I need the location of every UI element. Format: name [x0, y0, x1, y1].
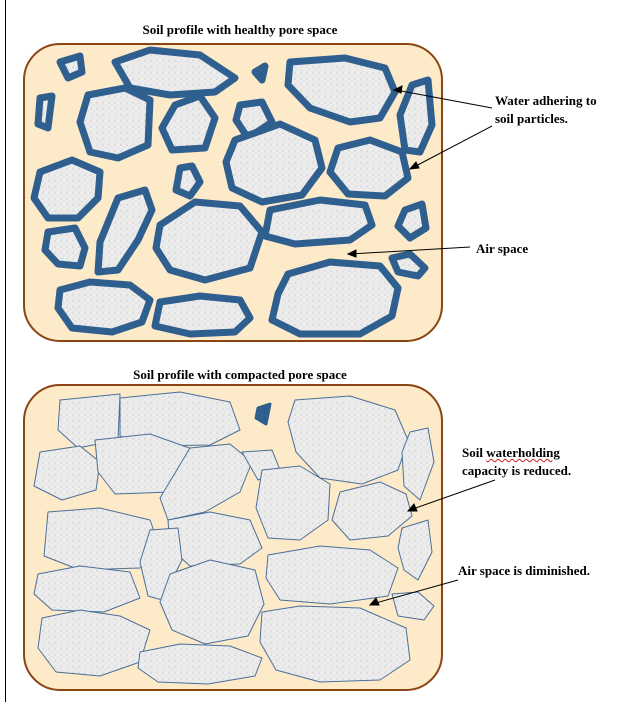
label-air-bottom: Air space is diminished. [458, 562, 590, 579]
particle [160, 560, 264, 644]
label-capacity-line2: capacity is reduced. [462, 462, 571, 479]
particle [80, 88, 150, 158]
particle [156, 202, 262, 280]
particle [330, 140, 408, 196]
label-capacity-word2: waterholding [486, 445, 560, 460]
particle [34, 160, 100, 218]
particle [398, 204, 426, 238]
particle [58, 282, 150, 332]
label-air-top: Air space [476, 240, 528, 257]
particle [60, 56, 82, 78]
particle [176, 166, 200, 196]
label-water-line1: Water adhering to [495, 92, 597, 109]
particle [226, 124, 322, 202]
label-capacity-line1: Soil waterholding [462, 444, 560, 461]
particle [265, 200, 372, 244]
particle [255, 66, 265, 80]
particle [266, 546, 398, 604]
label-capacity-word1: Soil [462, 445, 483, 460]
particle [272, 262, 398, 334]
particle [38, 96, 52, 128]
particle [155, 296, 250, 334]
particle [45, 228, 85, 266]
particle [256, 404, 270, 424]
label-water-line2: soil particles. [495, 110, 568, 127]
